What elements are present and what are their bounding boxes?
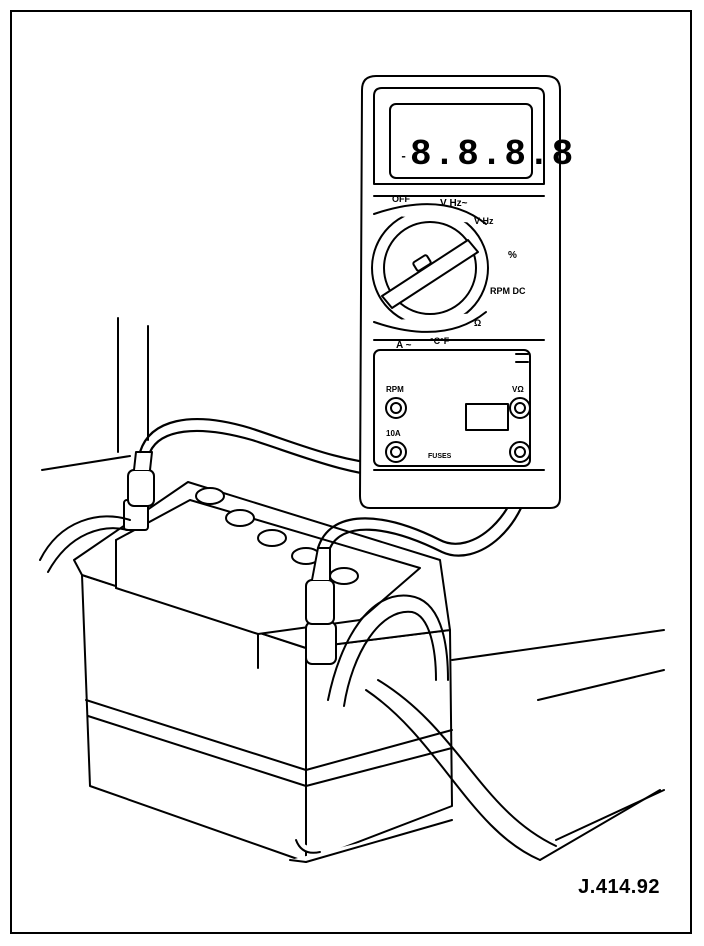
- duty-label: %: [508, 250, 517, 261]
- ohm-label: Ω: [474, 318, 481, 328]
- off-label: OFF: [392, 194, 410, 204]
- figure-code: J.414.92: [578, 876, 660, 898]
- dial-pointer: [381, 239, 479, 309]
- rpm-jack-label: RPM: [386, 385, 404, 394]
- v-dc-label: V Hz: [474, 216, 494, 226]
- multimeter: [359, 75, 561, 509]
- temp-label: °C°F: [430, 336, 450, 346]
- multimeter-labels: - 8.8.8.8 OFF V Hz~ V Hz % RPM DC Ω A ~ …: [386, 134, 575, 460]
- lcd-digits: 8.8.8.8: [410, 134, 575, 175]
- rpm-dc-label: RPM DC: [490, 286, 526, 296]
- negative-terminal: [123, 451, 155, 531]
- positive-terminal: [305, 547, 337, 665]
- vehicle-cables: [39, 515, 661, 861]
- background-wall: [41, 317, 665, 841]
- display-sign: -: [400, 150, 407, 164]
- amp-ac-label: A ~: [396, 340, 412, 351]
- figure-frame: [10, 10, 692, 934]
- volt-jack-label: VΩ: [512, 385, 524, 394]
- battery: [73, 481, 453, 863]
- v-ac-label: V Hz~: [440, 198, 468, 209]
- amp-jack-label: 10A: [386, 429, 401, 438]
- fuses-label: FUSES: [428, 453, 452, 460]
